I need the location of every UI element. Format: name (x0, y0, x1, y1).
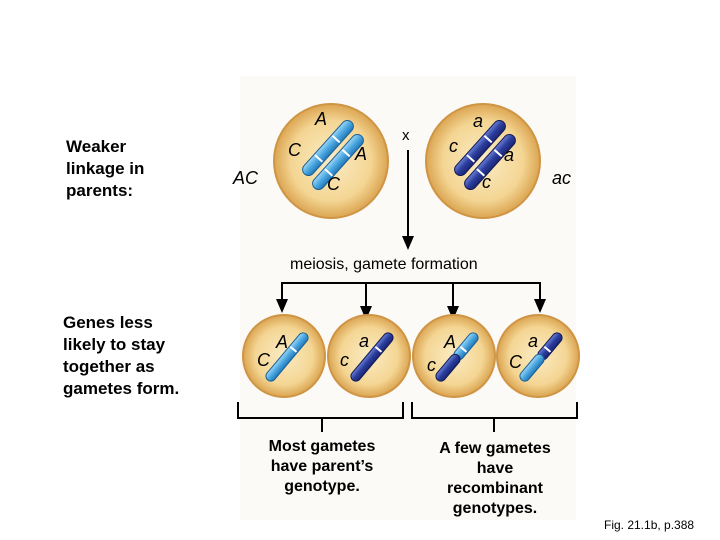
arrow-gamete-3 (447, 306, 459, 320)
allele-label-right-top-a: a (473, 111, 484, 131)
arrow-gamete-4 (534, 299, 546, 313)
chromosome-left-parent-2 (312, 133, 364, 191)
caption-recombinant: A few gametes have recombinant genotypes… (439, 440, 551, 517)
chromosome-gamete-4 (519, 332, 563, 382)
gamete-1-allele-c: C (257, 350, 270, 370)
distribution-bracket (281, 282, 541, 308)
gamete-2-allele-a: a (359, 331, 370, 351)
left-parent-genotype: AC (233, 168, 259, 188)
chromosome-gamete-1 (265, 332, 309, 382)
allele-label-right-bottom-a: a (504, 145, 515, 165)
gamete-3-allele-a: A (444, 332, 457, 352)
arrow-gamete-2 (360, 306, 372, 320)
gamete-1-allele-a: A (276, 332, 289, 352)
allele-label-left-bottom-c: C (327, 174, 340, 194)
chromosome-left-parent-1 (302, 119, 354, 177)
allele-label-right-top-c: c (449, 136, 458, 156)
gamete-4-allele-a: a (528, 331, 539, 351)
bracket-parental (237, 402, 404, 432)
figure-reference: Fig. 21.1b, p.388 (604, 518, 695, 532)
chromosome-gamete-3 (435, 332, 479, 382)
allele-label-left-top-c: C (288, 140, 301, 160)
bracket-recombinant (411, 402, 578, 432)
meiosis-arrow-head (402, 236, 414, 250)
label-parents-linkage: Weaker linkage in parents: (66, 137, 145, 200)
gamete-3-allele-c: c (427, 355, 436, 375)
gamete-4-allele-c: C (509, 352, 522, 372)
chromosome-right-parent-2 (464, 133, 516, 191)
arrow-gamete-1 (276, 299, 288, 313)
allele-label-left-bottom-a: A (355, 144, 368, 164)
process-label: meiosis, gamete formation (290, 256, 478, 273)
allele-label-left-top-a: A (315, 109, 328, 129)
cross-symbol: x (402, 127, 410, 144)
chromosome-right-parent-1 (454, 119, 506, 177)
chromosome-gamete-2 (350, 332, 394, 382)
caption-parental: Most gametes have parent’s genotype. (268, 438, 376, 495)
allele-label-right-bottom-c: c (482, 172, 491, 192)
gamete-2-allele-c: c (340, 350, 349, 370)
label-gametes-linkage: Genes less likely to stay together as ga… (63, 313, 180, 398)
right-parent-genotype: ac (552, 168, 572, 188)
